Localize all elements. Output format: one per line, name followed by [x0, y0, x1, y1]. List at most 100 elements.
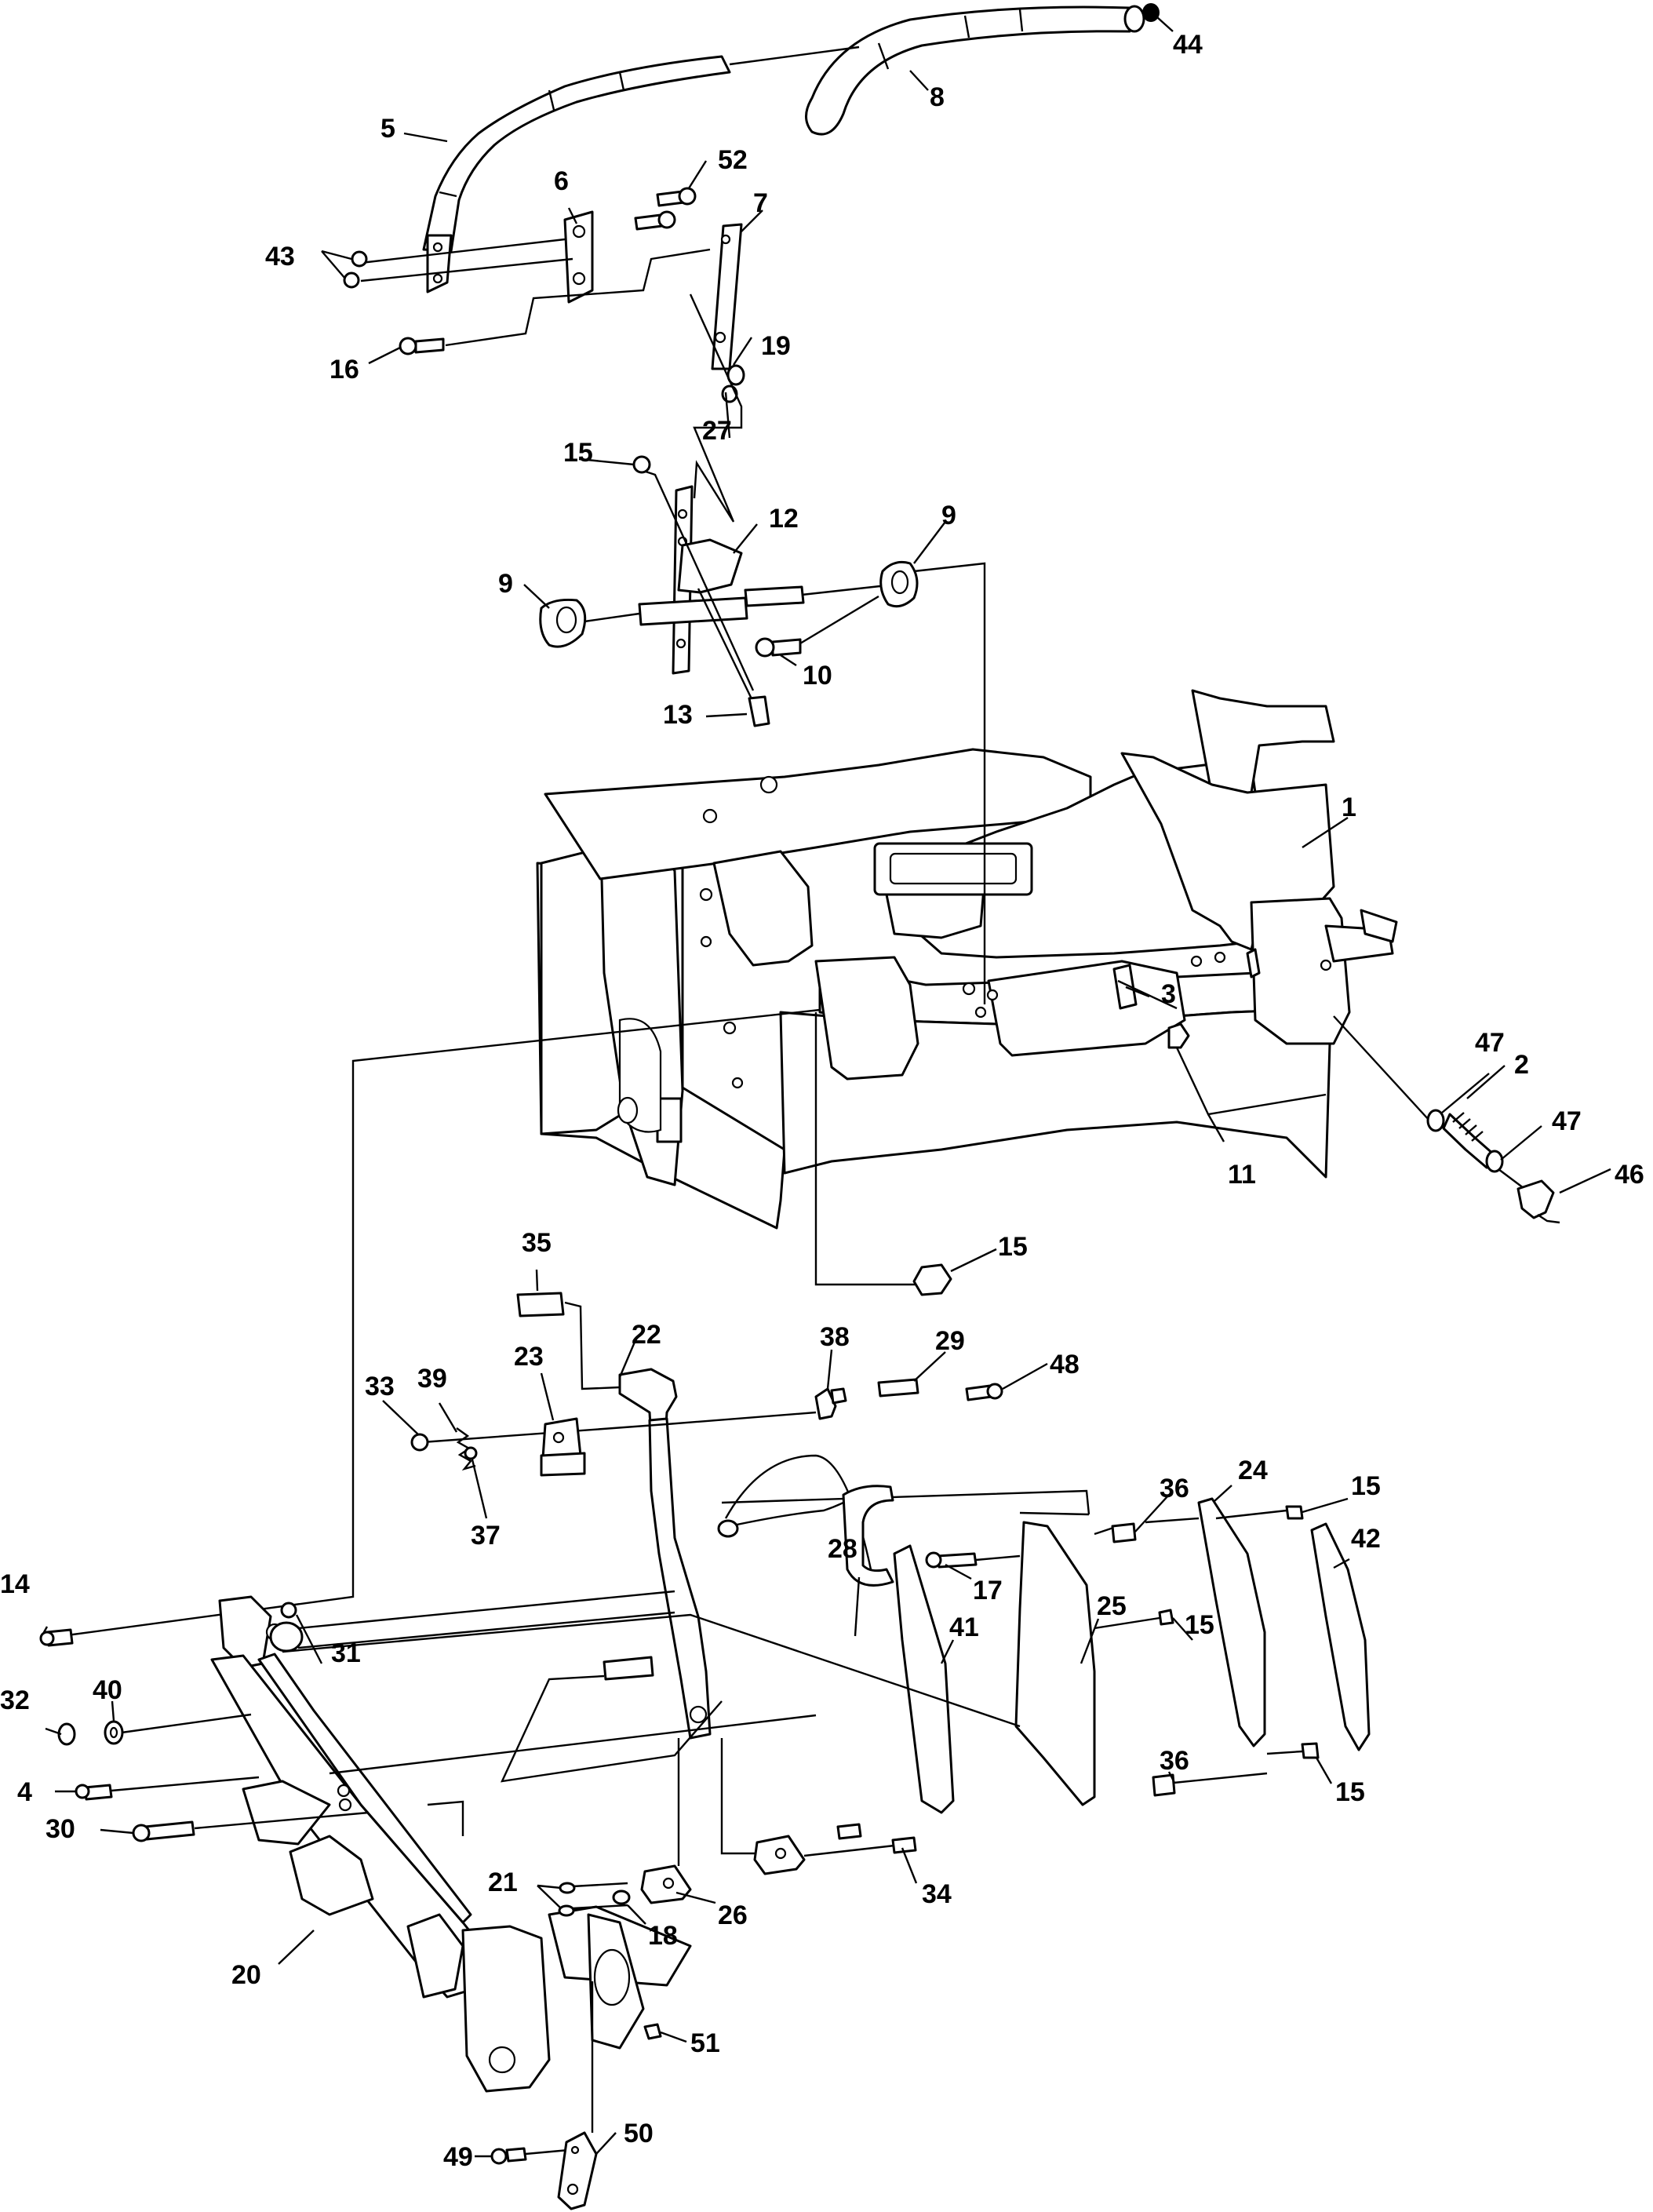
- nut-15-top: [632, 455, 651, 474]
- callout-36-bottom: 36: [1160, 1746, 1189, 1776]
- bolt-48: [965, 1383, 1003, 1401]
- lower-bar-20: [210, 1595, 692, 2093]
- bushing-9-left: [539, 599, 640, 648]
- link-plate-34: [720, 1738, 917, 1875]
- handle-bracket-6: [563, 210, 594, 304]
- clip-38: [814, 1387, 847, 1420]
- lever-arm-7: [689, 223, 745, 523]
- callout-38: 38: [820, 1322, 850, 1352]
- callout-labels: 1 2 3 4 5 6 7 8 9 9 10 11 12 13 14 15 15…: [0, 30, 1644, 2172]
- callout-21: 21: [488, 1868, 518, 1897]
- nut-15-mid: [912, 1263, 952, 1296]
- callout-7: 7: [753, 188, 768, 218]
- callout-15-mid: 15: [998, 1232, 1028, 1262]
- callout-32: 32: [0, 1685, 30, 1715]
- spacer-36-top: [1111, 1522, 1137, 1543]
- handle-left-grip: [422, 55, 731, 253]
- cable-28: [717, 1454, 1090, 1587]
- bolt-4: [75, 1776, 260, 1801]
- bushing-9-right: [879, 560, 986, 706]
- nut-15-right-top: [1285, 1505, 1304, 1520]
- callout-28: 28: [828, 1534, 857, 1564]
- callout-11: 11: [1228, 1160, 1256, 1190]
- plate-50: [557, 1981, 598, 2210]
- bolt-10: [755, 595, 879, 658]
- callout-44: 44: [1173, 30, 1203, 60]
- pin-29: [877, 1378, 919, 1398]
- callout-4: 4: [17, 1777, 32, 1807]
- callout-49: 49: [443, 2142, 473, 2172]
- callout-15-center: 15: [1185, 1610, 1214, 1640]
- callout-14: 14: [0, 1569, 30, 1599]
- callout-33: 33: [365, 1372, 395, 1401]
- callout-47-bottom: 47: [1552, 1106, 1582, 1136]
- callout-15-top: 15: [563, 438, 593, 468]
- callout-25: 25: [1097, 1591, 1127, 1621]
- nut-37: [464, 1446, 478, 1460]
- plate-41: [893, 1544, 955, 1814]
- callout-9-left: 9: [498, 569, 513, 599]
- callout-23: 23: [514, 1342, 544, 1372]
- callout-3: 3: [1161, 979, 1176, 1009]
- callout-1: 1: [1342, 793, 1356, 822]
- callout-35: 35: [522, 1228, 552, 1258]
- leader-lines: [42, 16, 1611, 2158]
- bolt-17: [925, 1551, 1021, 1569]
- callout-30: 30: [46, 1814, 75, 1844]
- callout-40: 40: [93, 1675, 122, 1705]
- bracket-23: [540, 1417, 586, 1477]
- callout-27: 27: [702, 416, 732, 446]
- callout-47-top: 47: [1475, 1028, 1505, 1058]
- control-bracket-12: [638, 469, 770, 727]
- callout-51: 51: [690, 2028, 720, 2058]
- callout-48: 48: [1050, 1350, 1080, 1379]
- callout-52: 52: [718, 145, 748, 175]
- nut-15-right-bottom: [1301, 1742, 1320, 1759]
- callout-12: 12: [769, 504, 799, 534]
- handle-right-grip: [805, 3, 1160, 136]
- callout-17: 17: [973, 1576, 1003, 1605]
- callout-20: 20: [231, 1960, 261, 1990]
- callout-42: 42: [1351, 1524, 1381, 1554]
- nut-33: [410, 1433, 429, 1452]
- callout-16: 16: [330, 355, 359, 384]
- callout-39: 39: [417, 1364, 447, 1394]
- callout-29: 29: [935, 1326, 965, 1356]
- nut-51: [643, 2023, 662, 2040]
- callout-31: 31: [331, 1638, 361, 1668]
- main-frame-1: [536, 689, 1398, 1230]
- callout-41: 41: [949, 1613, 979, 1642]
- shaft-main: [297, 1590, 723, 1783]
- bolt-14: [39, 1628, 74, 1647]
- callout-24: 24: [1238, 1456, 1268, 1485]
- callout-37: 37: [471, 1521, 501, 1551]
- bolt-16: [399, 248, 711, 355]
- washer-18: [612, 1889, 631, 1905]
- bolt-3: [1112, 964, 1178, 1010]
- nut-15-center: [1158, 1609, 1174, 1626]
- callout-5: 5: [380, 114, 395, 144]
- callout-18: 18: [648, 1921, 678, 1951]
- callout-34: 34: [922, 1879, 952, 1909]
- callout-50: 50: [624, 2119, 654, 2148]
- plate-25: [1014, 1511, 1096, 1806]
- callout-43: 43: [265, 242, 295, 271]
- callout-46: 46: [1615, 1160, 1644, 1190]
- callout-6: 6: [554, 166, 569, 196]
- plate-42: [1310, 1522, 1371, 1751]
- callout-13: 13: [663, 700, 693, 730]
- callout-8: 8: [930, 82, 945, 112]
- bolt-52: [634, 187, 697, 231]
- pad-35: [516, 1292, 621, 1390]
- spring-2-assembly: [1333, 1015, 1560, 1224]
- callout-9-right: 9: [941, 501, 956, 530]
- spacer-36-bottom: [1152, 1773, 1176, 1797]
- callout-15-right-bottom: 15: [1335, 1777, 1365, 1807]
- callout-22: 22: [632, 1320, 661, 1350]
- callout-19: 19: [761, 331, 791, 361]
- bolt-31: [280, 1602, 297, 1619]
- callout-15-right-top: 15: [1351, 1471, 1381, 1501]
- callout-36-top: 36: [1160, 1474, 1189, 1503]
